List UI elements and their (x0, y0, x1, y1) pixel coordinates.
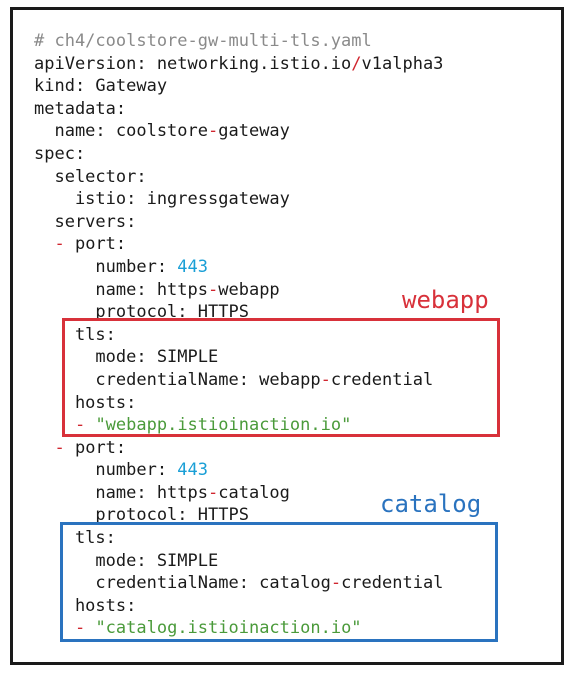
list-dash: - (74, 415, 86, 436)
code-line-protocol-1: protocol: HTTPS (34, 302, 249, 323)
number-key: number: (34, 256, 178, 277)
code-line-comment: # ch4/coolstore-gw-multi-tls.yaml (34, 30, 443, 53)
webapp-label: webapp (402, 286, 489, 314)
code-line-host-webapp: - "webapp.istioinaction.io" (34, 414, 443, 437)
name-dash: - (208, 121, 219, 142)
code-line-hosts-1: hosts: (34, 392, 137, 413)
port-key: port: (64, 234, 127, 255)
number-value: 443 (177, 460, 209, 481)
credential-key: credentialName: catalog (34, 573, 331, 594)
code-line-name-https-catalog: name: https-catalog (34, 482, 443, 505)
code-line-host-catalog: - "catalog.istioinaction.io" (34, 617, 443, 640)
port-key: port: (64, 437, 127, 458)
code-line-credential-2: credentialName: catalog-credential (34, 572, 443, 595)
credential-dash: - (330, 573, 342, 594)
catalog-highlight-box (60, 522, 498, 642)
port-name-value: catalog (218, 482, 290, 503)
port-name-value: webapp (218, 279, 280, 300)
apiversion-value: v1alpha3 (361, 53, 444, 74)
code-line-tls-1: tls: (34, 324, 116, 345)
code-line-spec: spec: (34, 143, 86, 164)
credential-value: credential (341, 573, 444, 594)
webapp-highlight-box (62, 318, 500, 437)
host-string: "catalog.istioinaction.io" (85, 618, 362, 639)
number-key: number: (34, 460, 178, 481)
credential-dash: - (320, 369, 331, 390)
credential-key: credentialName: webapp (34, 369, 321, 390)
code-line-number-1: number: 443 (34, 256, 443, 279)
code-line-port-2: - port: (34, 437, 443, 460)
code-line-hosts-2: hosts: (34, 595, 137, 616)
code-line-number-2: number: 443 (34, 459, 443, 482)
code-line-mode-2: mode: SIMPLE (34, 550, 219, 571)
host-string: "webapp.istioinaction.io" (85, 415, 352, 436)
code-line-istio: istio: ingressgateway (34, 189, 290, 210)
apiversion-separator: / (351, 53, 362, 74)
document-frame (10, 7, 564, 665)
indent (34, 234, 54, 254)
apiversion-key: apiVersion: networking.istio.io (34, 53, 352, 74)
port-name-dash: - (208, 482, 219, 503)
code-line-credential-1: credentialName: webapp-credential (34, 369, 443, 392)
code-line-name-https-webapp: name: https-webapp (34, 279, 443, 302)
list-dash: - (54, 437, 65, 458)
code-line-servers: servers: (34, 211, 137, 232)
name-value: gateway (218, 121, 290, 142)
code-line-protocol-2: protocol: HTTPS (34, 505, 249, 526)
code-line-apiversion: apiVersion: networking.istio.io/v1alpha3 (34, 53, 443, 76)
port-name-dash: - (208, 279, 219, 300)
name-key: name: coolstore (34, 121, 208, 142)
code-line-selector: selector: (34, 166, 147, 187)
port-name-key: name: https (34, 279, 208, 300)
port-name-key: name: https (34, 482, 208, 503)
code-line-name: name: coolstore-gateway (34, 120, 443, 143)
list-dash: - (54, 234, 65, 255)
code-line-metadata: metadata: (34, 98, 127, 119)
code-line-kind: kind: Gateway (34, 76, 168, 97)
catalog-label: catalog (380, 490, 482, 518)
yaml-comment: # ch4/coolstore-gw-multi-tls.yaml (34, 31, 372, 51)
code-line-mode-1: mode: SIMPLE (34, 347, 219, 368)
list-dash: - (74, 618, 86, 639)
code-line-tls-2: tls: (34, 528, 116, 549)
code-line-port-1: - port: (34, 233, 443, 256)
credential-value: credential (330, 369, 434, 390)
indent (34, 438, 54, 458)
number-value: 443 (177, 256, 209, 277)
